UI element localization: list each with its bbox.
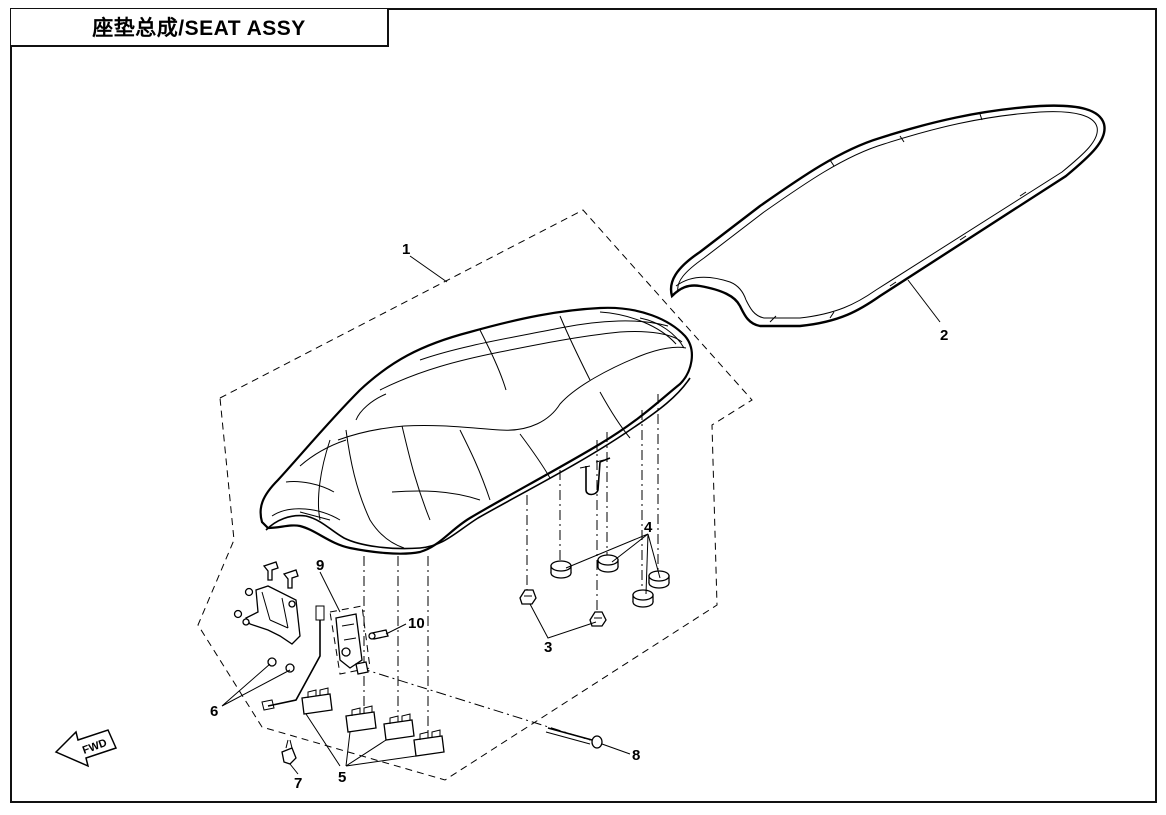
seat-trim-part-2	[669, 104, 1106, 328]
callout-10: 10	[408, 615, 425, 632]
rubber-pads-part-4	[550, 554, 670, 608]
drawing-title: 座垫总成/SEAT ASSY	[11, 9, 389, 47]
callout-3: 3	[544, 639, 552, 656]
callout-5: 5	[338, 769, 346, 786]
alignment-lines	[359, 394, 659, 741]
callout-4: 4	[644, 519, 653, 536]
long-pin-part-8	[545, 727, 603, 749]
callout-6: 6	[210, 703, 218, 720]
seat-part-1	[259, 306, 693, 555]
callout-2: 2	[940, 327, 948, 344]
callout-8: 8	[632, 747, 640, 764]
clips-part-3	[519, 589, 607, 627]
front-bracket	[233, 561, 325, 765]
seat-hook	[579, 457, 611, 496]
callout-labels: 1 2 3 4 5 6 7 8 9 10	[210, 241, 948, 792]
leader-lines	[221, 255, 941, 775]
outer-border	[10, 8, 1157, 803]
fwd-arrow: FWD	[54, 729, 118, 768]
callout-1: 1	[402, 241, 410, 258]
latch-assembly	[329, 605, 389, 675]
callout-7: 7	[294, 775, 302, 792]
callout-9: 9	[316, 557, 324, 574]
connector-blocks-part-5	[301, 687, 445, 757]
